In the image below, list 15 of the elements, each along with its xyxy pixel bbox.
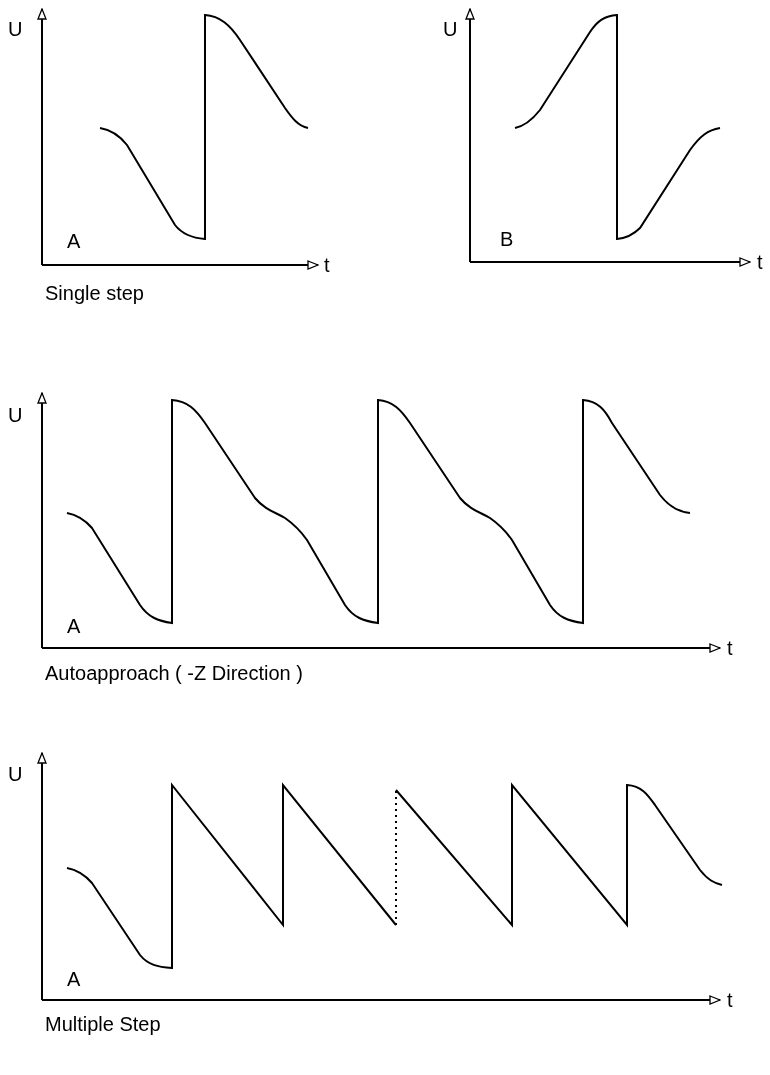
axis-label: t [727,637,733,659]
curve-label: A [67,615,81,637]
caption: Autoapproach ( -Z Direction ) [45,662,303,684]
axis-label: t [757,251,763,273]
caption: Multiple Step [45,1013,161,1035]
axis-label: t [324,254,330,276]
axis-label: U [443,18,458,40]
axis-label: U [8,404,23,426]
curve-label: A [67,230,81,252]
caption: Single step [45,282,144,304]
axis-label: U [8,18,23,40]
curve-label: A [67,968,81,990]
axis-label: t [727,989,733,1011]
axis-label: U [8,763,23,785]
curve-label: B [500,228,514,250]
